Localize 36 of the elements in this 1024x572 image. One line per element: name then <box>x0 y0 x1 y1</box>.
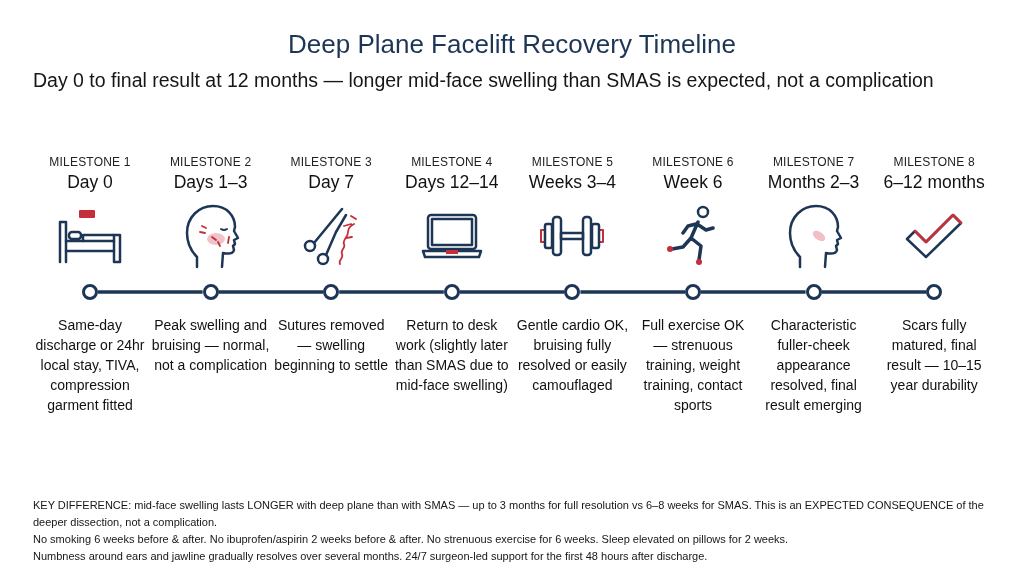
period-label: Day 7 <box>308 172 355 193</box>
milestone-description: Full exercise OK — strenuous training, weight training, contact sports <box>640 316 746 415</box>
milestone-description: Peak swelling and bruising — normal, not a complication <box>151 316 271 375</box>
timeline-segment <box>459 290 565 294</box>
period-label: Days 12–14 <box>405 172 499 193</box>
milestone-description: Same-day discharge or 24hr local stay, TIVA, compression garment fitted <box>34 316 146 415</box>
footnote: No smoking 6 weeks before & after. No ibuprofen/aspirin 2 weeks before & after. No strenuous exercise for 6 weeks. Sleep elevated on pillows for 2 weeks. <box>33 532 790 547</box>
period-label: 6–12 months <box>883 172 985 193</box>
milestone-description: Return to desk work (slightly later than SMAS due to mid-face swelling) <box>393 316 510 395</box>
milestone-label: MILESTONE 5 <box>531 155 614 169</box>
subtitle: Day 0 to final result at 12 months — longer mid-face swelling than SMAS is expected, not a complication <box>33 69 934 92</box>
milestone-label: MILESTONE 4 <box>411 155 493 169</box>
milestone-label: MILESTONE 2 <box>169 155 252 169</box>
timeline-segment <box>821 290 927 294</box>
milestone-description: Characteristic fuller-cheek appearance resolved, final result emerging <box>764 316 863 415</box>
timeline-segment <box>339 290 444 294</box>
period-label: Week 6 <box>663 172 723 193</box>
timeline-segment <box>218 290 324 294</box>
footnote: KEY DIFFERENCE: mid-face swelling lasts LONGER with deep plane than with SMAS — up to 3 months for full resolution vs 6–8 weeks for SMAS. This is an EXPECTED CONSEQUENCE of the deeper dissection, not a complication. <box>33 498 985 530</box>
title: Deep Plane Facelift Recovery Timeline <box>288 29 736 60</box>
milestone-description: Gentle cardio OK, bruising fully resolved or easily camouflaged <box>515 316 630 395</box>
period-label: Months 2–3 <box>767 172 860 193</box>
timeline-segment <box>701 290 806 294</box>
milestone-description: Sutures removed — swelling beginning to settle <box>273 316 389 375</box>
milestone-label: MILESTONE 3 <box>290 155 372 169</box>
milestone-description: Scars fully matured, final result — 10–15 year durability <box>885 316 983 395</box>
period-label: Day 0 <box>67 172 113 193</box>
timeline-segment <box>98 290 203 294</box>
milestone-label: MILESTONE 1 <box>49 155 131 169</box>
milestone-label: MILESTONE 6 <box>652 155 734 169</box>
milestone-label: MILESTONE 7 <box>772 155 855 169</box>
footnote: Numbness around ears and jawline gradually resolves over several months. 24/7 surgeon-led support for the first 48 hours after discharge. <box>33 549 709 564</box>
timeline-segment <box>580 290 685 294</box>
milestone-label: MILESTONE 8 <box>893 155 975 169</box>
period-label: Weeks 3–4 <box>528 172 616 193</box>
period-label: Days 1–3 <box>173 172 248 193</box>
